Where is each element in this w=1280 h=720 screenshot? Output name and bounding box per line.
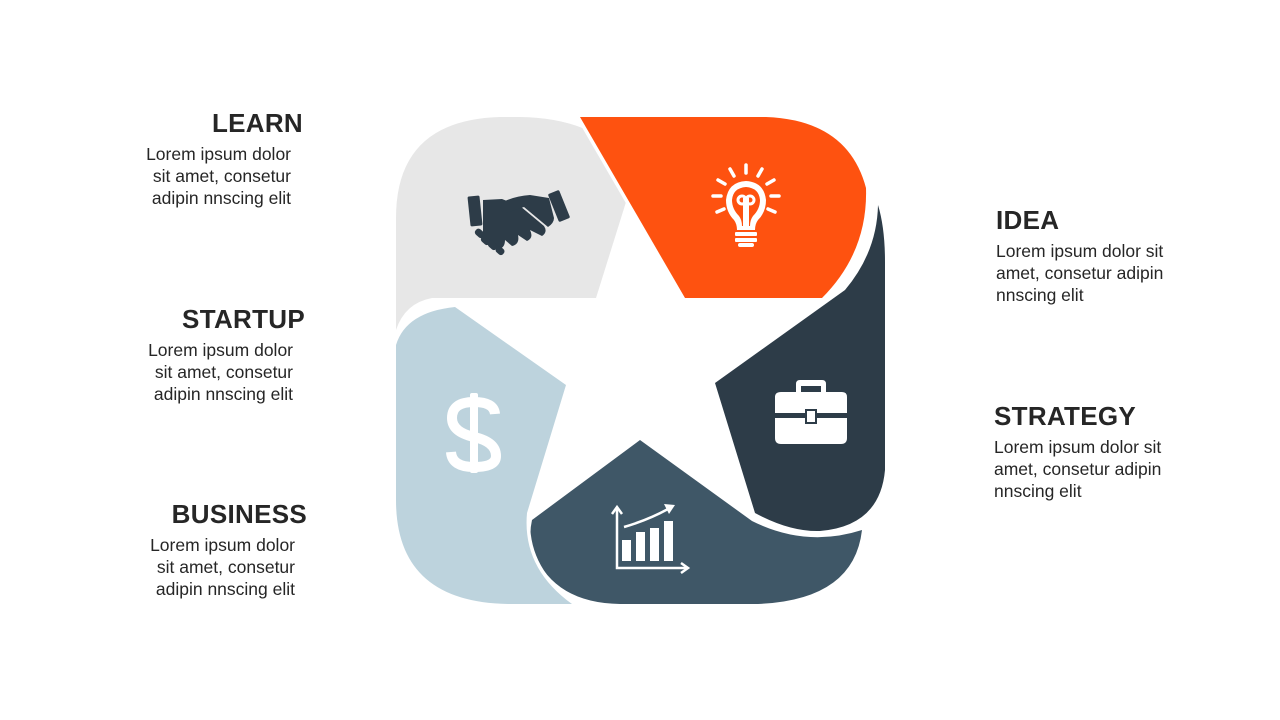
label-strategy: STRATEGY Lorem ipsum dolor sit amet, con… bbox=[994, 401, 1161, 502]
label-idea-title: IDEA bbox=[996, 205, 1060, 235]
label-idea-description: Lorem ipsum dolor sit amet, consetur adi… bbox=[996, 241, 1164, 305]
label-startup-description: Lorem ipsum dolor sit amet, consetur adi… bbox=[148, 340, 293, 404]
label-business-description: Lorem ipsum dolor sit amet, consetur adi… bbox=[150, 535, 295, 599]
label-business-title: BUSINESS bbox=[171, 499, 307, 529]
label-learn: LEARN Lorem ipsum dolor sit amet, conset… bbox=[146, 108, 303, 209]
label-startup: STARTUP Lorem ipsum dolor sit amet, cons… bbox=[148, 304, 305, 405]
label-idea: IDEA Lorem ipsum dolor sit amet, consetu… bbox=[996, 205, 1163, 306]
lightbulb-icon bbox=[711, 163, 781, 247]
label-learn-title: LEARN bbox=[211, 108, 303, 138]
segment-startup bbox=[392, 303, 576, 608]
growth-chart-icon bbox=[610, 504, 691, 575]
briefcase-icon bbox=[775, 380, 847, 444]
segment-idea bbox=[576, 113, 870, 302]
segment-strategy bbox=[711, 201, 889, 535]
label-learn-description: Lorem ipsum dolor sit amet, consetur adi… bbox=[146, 144, 291, 208]
handshake-icon bbox=[467, 190, 570, 256]
label-startup-title: STARTUP bbox=[182, 304, 305, 334]
label-strategy-description: Lorem ipsum dolor sit amet, consetur adi… bbox=[994, 437, 1162, 501]
label-business: BUSINESS Lorem ipsum dolor sit amet, con… bbox=[150, 499, 307, 600]
dollar-icon bbox=[446, 393, 502, 473]
label-strategy-title: STRATEGY bbox=[994, 401, 1137, 431]
